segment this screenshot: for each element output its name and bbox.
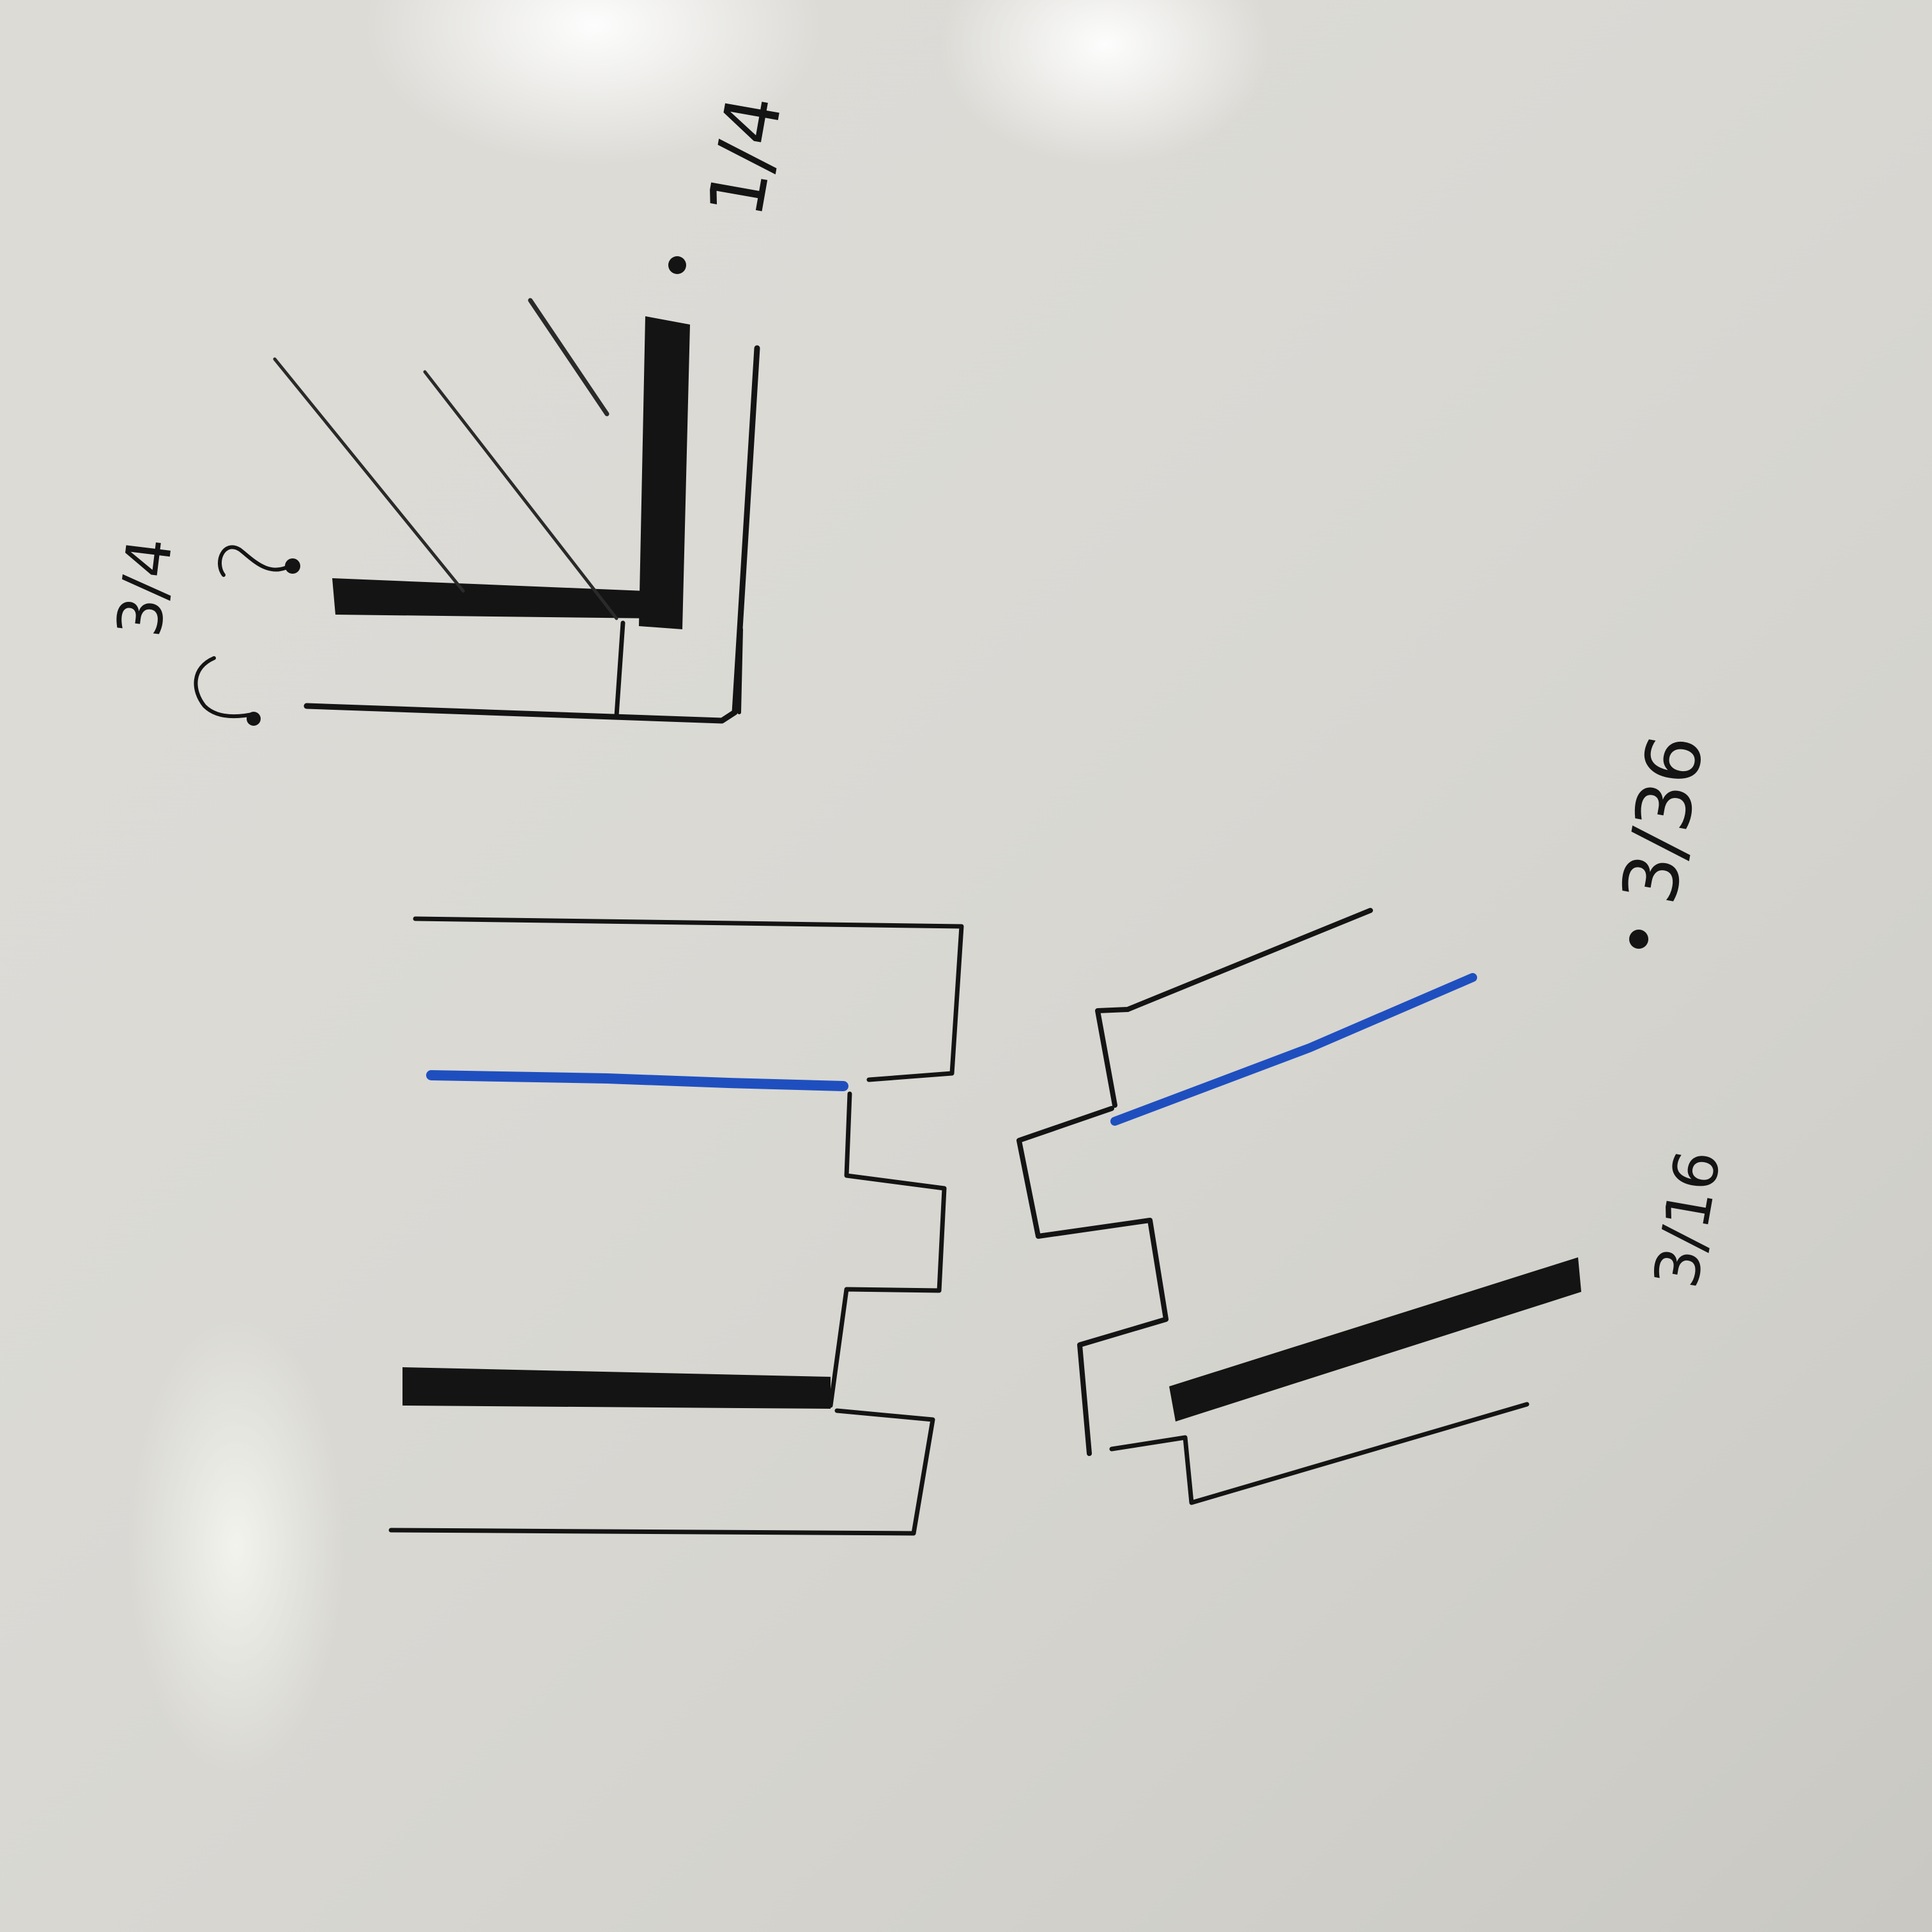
hatch-line-2 [423,370,618,620]
dot-marker-quarter [668,256,686,274]
corner-inner-vertical-line [614,620,625,718]
left-profile-step-outline [828,1091,947,1408]
vertical-thick-board [639,316,690,629]
corner-outline-line [303,345,760,724]
right-profile-top-outline [1095,908,1373,1108]
hatch-line-1 [273,357,465,593]
right-profile-thick-board [1169,1257,1581,1422]
label-quarter: 1/4 [691,89,799,224]
right-profile-bottom-outline [1109,1402,1529,1505]
left-profile-thick-board [402,1367,831,1409]
light-glare-top-right [939,0,1271,166]
light-glare-top-left [364,0,824,166]
light-glare-bottom-left [128,1316,345,1776]
dot-marker-three-thirty-sixths [1629,930,1648,949]
right-profile-blue-line [1110,973,1477,1126]
left-profile-bottom-outline [388,1408,935,1536]
brace-end-dot-top [285,558,300,574]
hatch-line-3 [528,298,610,417]
corner-outer-tick-line [737,627,743,714]
horizontal-thick-board [332,578,658,618]
label-three-quarter: 3/4 [103,534,187,641]
right-profile-step-outline [1016,1106,1169,1456]
left-profile-blue-line [426,1070,848,1091]
brace-end-dot-bottom [247,712,261,726]
left-stepped-profile-sketch [388,916,964,1536]
dimension-brace-three-quarter [194,545,293,719]
left-profile-top-outline [413,916,964,1082]
corner-joint-sketch: 3/4 1/4 [103,89,799,726]
